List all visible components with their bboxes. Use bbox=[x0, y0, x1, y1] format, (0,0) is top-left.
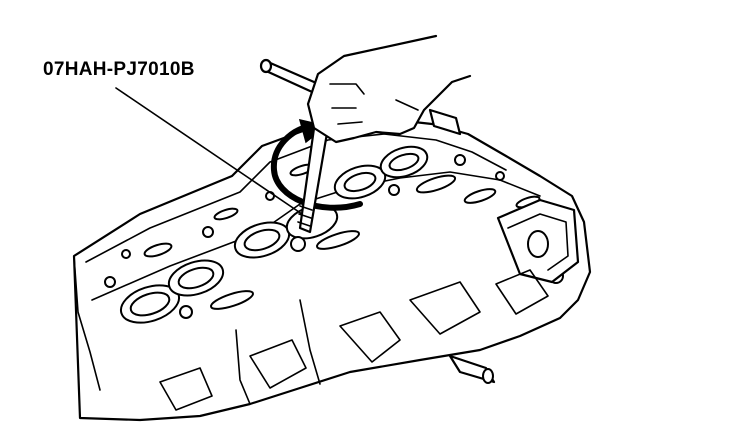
label-leader-line bbox=[115, 87, 303, 215]
cylinder-head-icon bbox=[72, 116, 592, 422]
part-number-label: 07HAH-PJ7010B bbox=[43, 59, 195, 80]
hand-icon bbox=[306, 34, 472, 144]
